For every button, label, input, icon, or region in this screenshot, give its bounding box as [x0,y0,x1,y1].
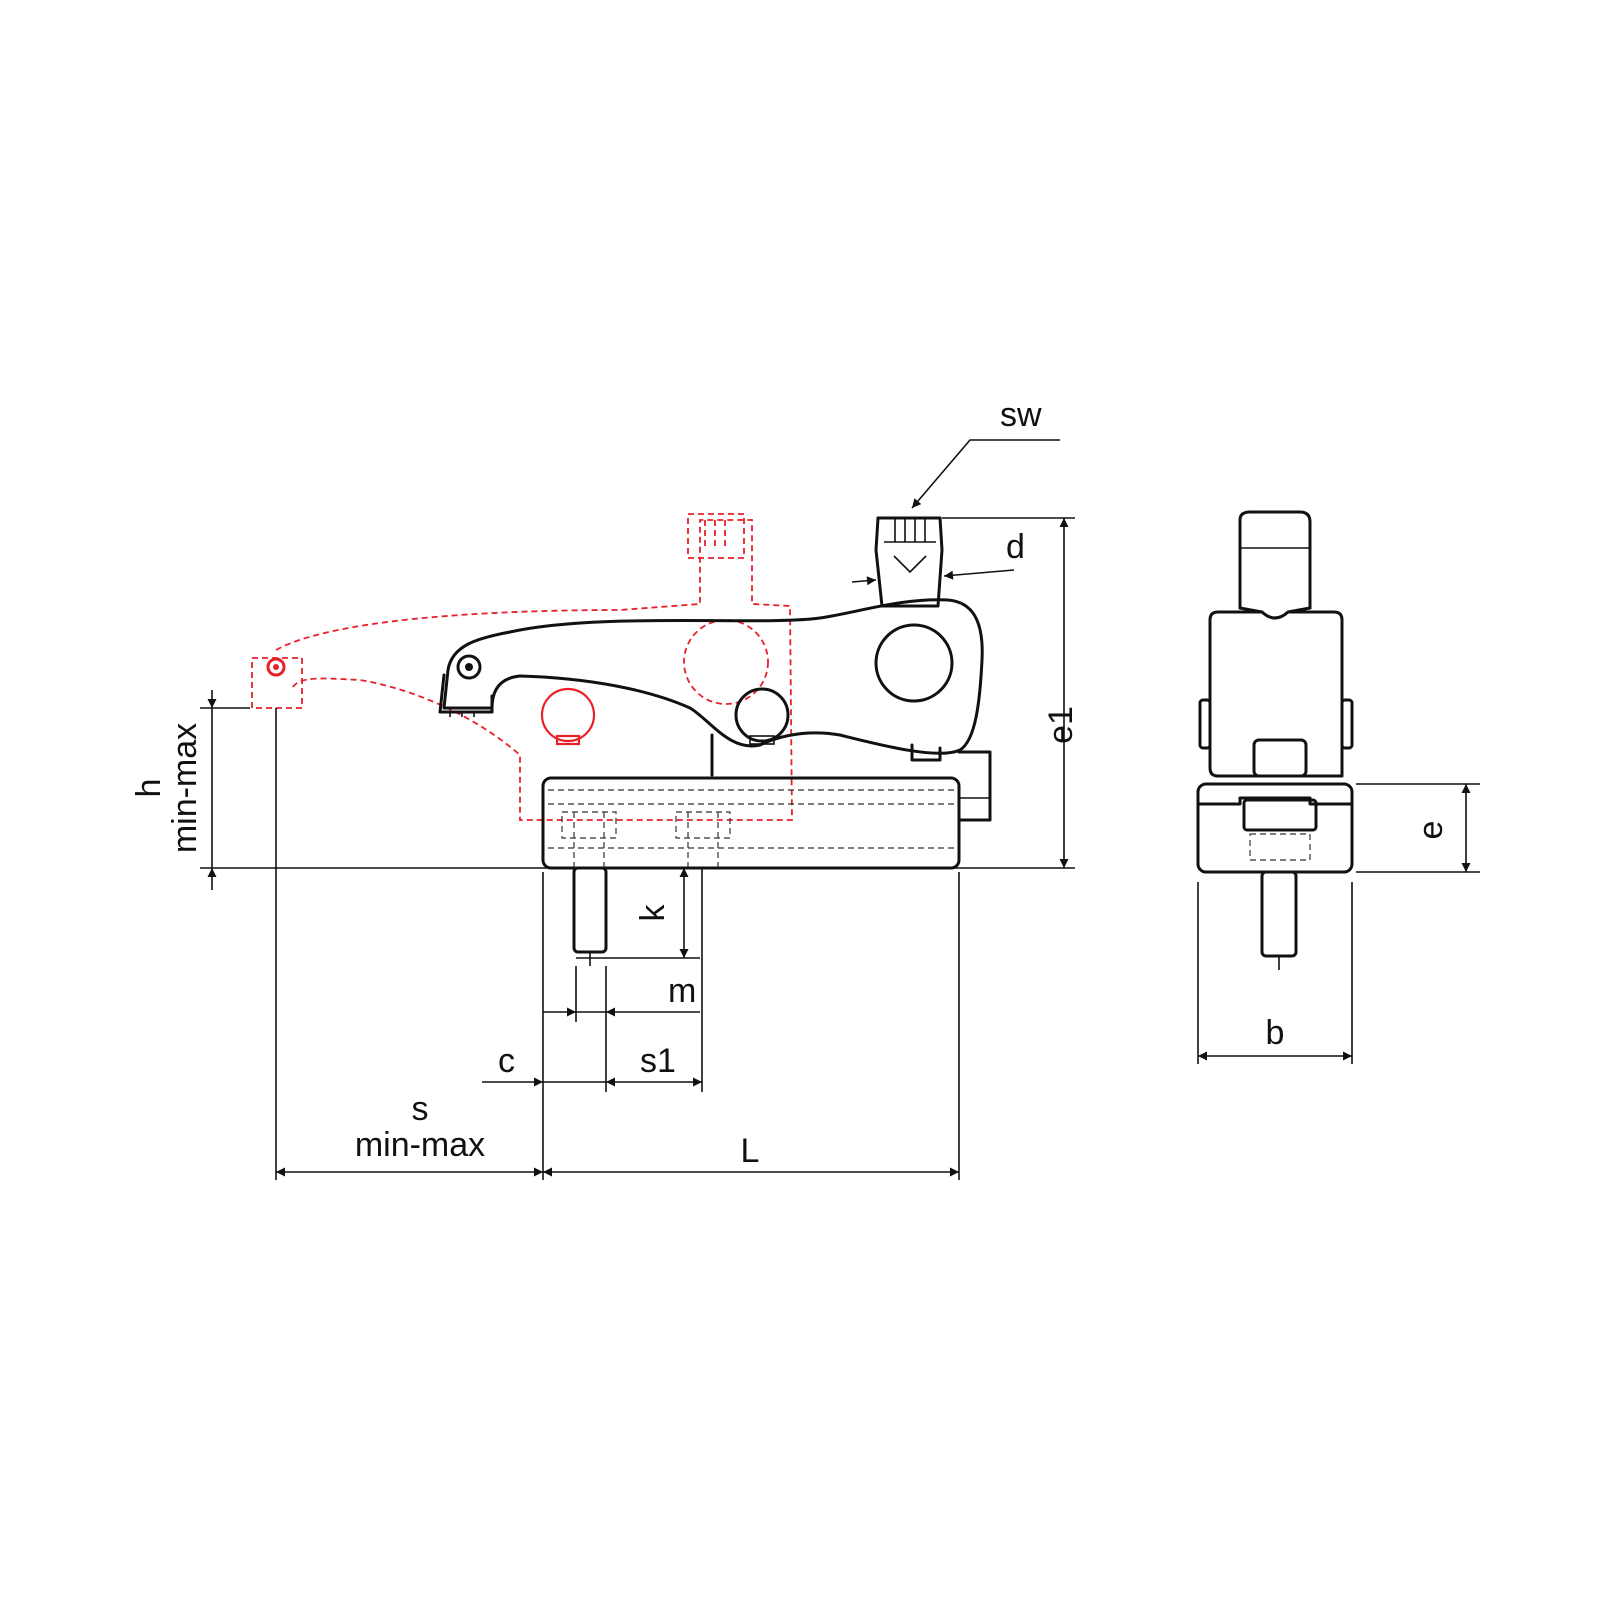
dimension-s: s min-max [276,1090,543,1177]
dimension-c: c [482,1042,606,1087]
label-h: h [130,779,168,798]
dimension-h: h min-max [130,690,217,890]
dimension-d: d [851,528,1025,586]
dimension-e1: e1 [1042,518,1080,868]
open-pivot-pin [266,657,286,677]
locating-pin [572,866,608,954]
label-s-range: min-max [355,1126,485,1164]
label-m: m [668,972,696,1010]
dimension-s1: s1 [606,1042,702,1087]
label-s: s [412,1090,429,1128]
dimension-m: m [543,972,700,1017]
label-e1: e1 [1042,706,1080,744]
dimension-sw: sw [911,396,1060,509]
label-sw: sw [1000,396,1042,434]
dimension-e: e [1356,783,1480,873]
front-view: e b [1196,510,1480,1064]
base-block [541,750,992,870]
label-e: e [1412,821,1450,840]
label-d: d [1006,528,1025,566]
label-k: k [634,904,672,922]
label-b: b [1266,1014,1285,1052]
label-s1: s1 [640,1042,676,1080]
side-view: sw d e1 h min-max k [130,396,1080,1180]
clamp-arm [438,598,984,777]
adjusting-screw [874,516,944,608]
label-c: c [498,1042,515,1080]
open-position-outline [251,513,793,821]
dimension-k: k [634,868,689,958]
dimension-b: b [1197,882,1353,1064]
label-h-range: min-max [166,723,204,853]
dimension-L: L [543,1132,959,1177]
label-L: L [741,1132,760,1170]
